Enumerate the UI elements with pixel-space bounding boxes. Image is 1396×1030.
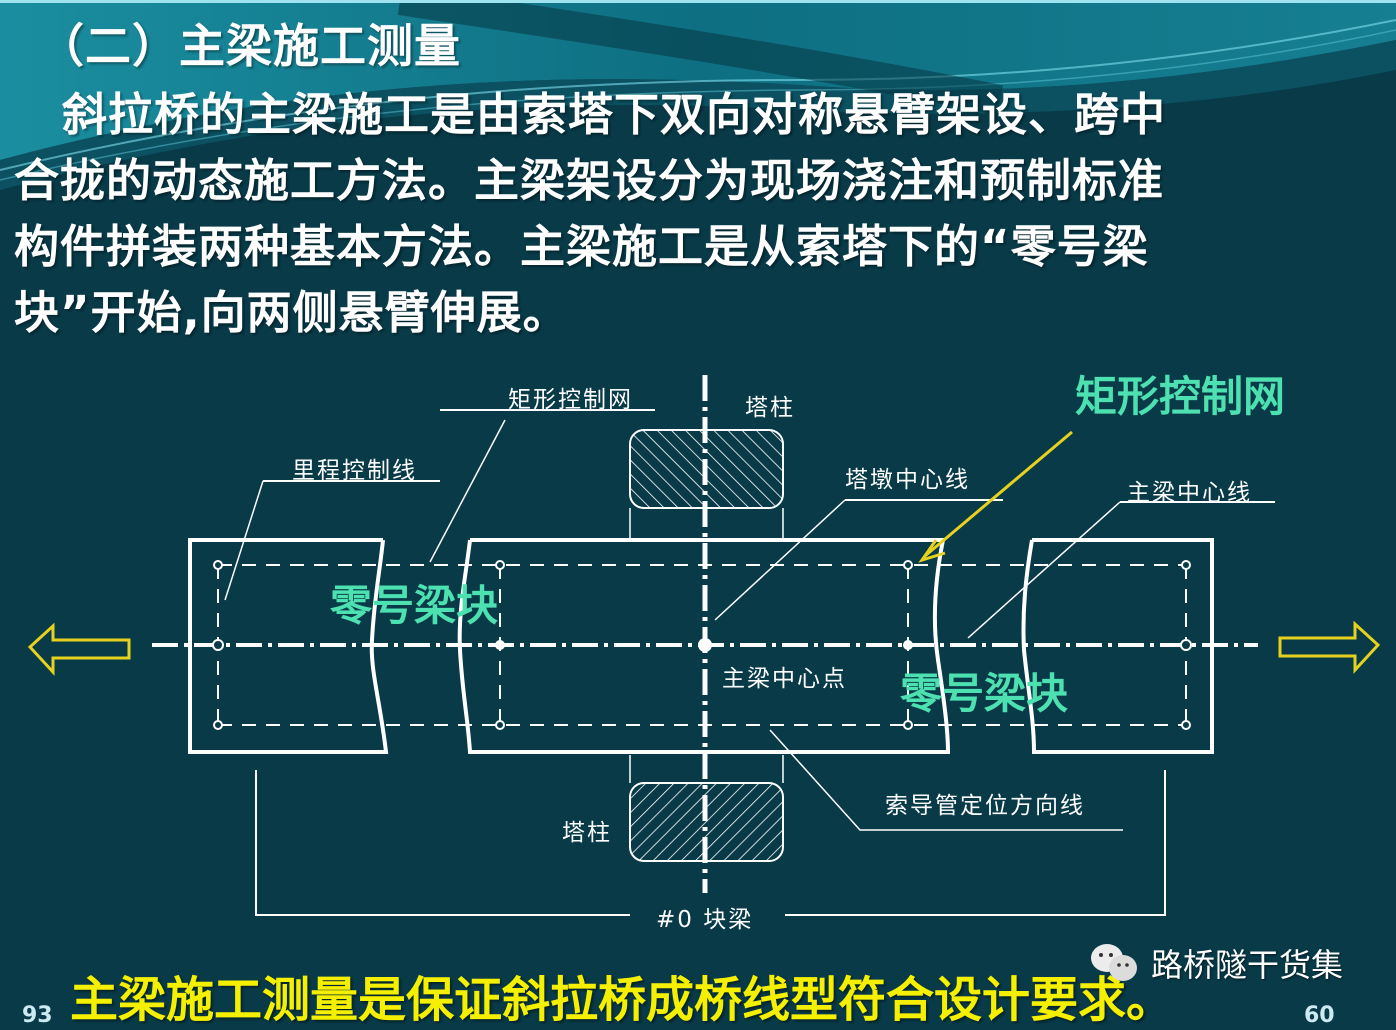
label-rect-control-net: 矩形控制网 (508, 387, 633, 413)
left-arrow-icon (27, 622, 131, 676)
page-number-right: 60 (1304, 1003, 1335, 1028)
label-girder-center-line: 主梁中心线 (1127, 480, 1252, 506)
page-number-left: 93 (22, 1003, 53, 1028)
label-tower-column-bottom: 塔柱 (562, 820, 612, 846)
pointer-arrow (918, 430, 1073, 563)
watermark-text: 路桥隧干货集 (1151, 946, 1344, 984)
wechat-icon (1091, 944, 1137, 981)
label-tower-column-top: 塔柱 (745, 395, 795, 421)
center-girder-segment (457, 538, 951, 754)
conclusion-text: 主梁施工测量是保证斜拉桥成桥线型符合设计要求。 (70, 972, 1175, 1028)
watermark: 路桥隧干货集 (1085, 940, 1343, 986)
highlight-zero-block-right: 零号梁块 (900, 669, 1069, 718)
slide-title: （二）主梁施工测量 (38, 19, 461, 73)
label-zero-block: #0 块梁 (656, 907, 754, 933)
highlight-rect-control-net: 矩形控制网 (1075, 372, 1286, 421)
zero-block-bracket (255, 770, 1166, 916)
label-cable-guide-line: 索导管定位方向线 (885, 793, 1085, 819)
right-arrow-icon (1278, 620, 1381, 674)
right-girder-segment (1021, 538, 1214, 754)
body-text-line-4: 块”开始,向两侧悬臂伸展。 (14, 286, 569, 339)
label-pier-center-line: 塔墩中心线 (845, 467, 970, 493)
label-girder-center-point: 主梁中心点 (722, 666, 847, 692)
body-text-line-3: 构件拼装两种基本方法。主梁施工是从索塔下的“零号梁 (14, 220, 1149, 273)
body-text-line-2: 合拢的动态施工方法。主梁架设分为现场浇注和预制标准 (14, 154, 1165, 207)
highlight-zero-block-left: 零号梁块 (330, 581, 499, 630)
label-mileage-control-line: 里程控制线 (292, 458, 417, 484)
body-text-line-1: 斜拉桥的主梁施工是由索塔下双向对称悬臂架设、跨中 (62, 88, 1167, 141)
